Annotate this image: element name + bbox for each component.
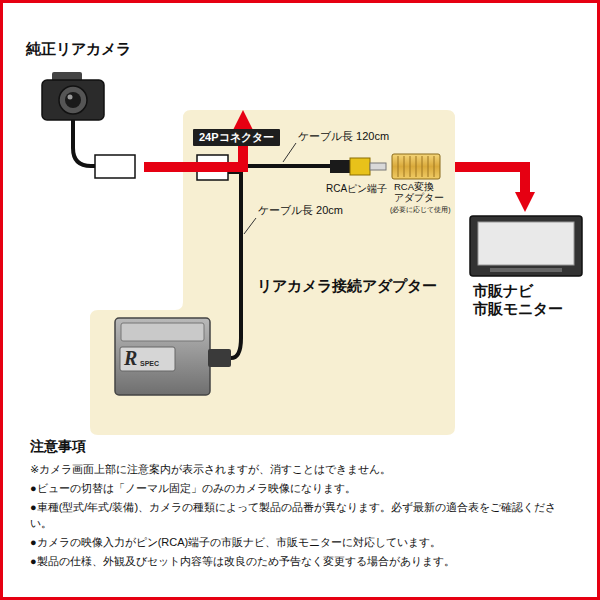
adapter-module: RSPEC <box>115 318 210 395</box>
leader-lines <box>244 143 296 234</box>
cable-length: ケーブル長 20cm <box>258 204 343 217</box>
adapter-region: リアカメラ接続アダプター24PコネクターRSPEC <box>183 110 455 435</box>
illustration-part <box>65 92 81 108</box>
rca-plug <box>330 158 386 175</box>
part-name: RCA変換 アダプター <box>394 181 450 204</box>
note-line: ●カメラの映像入力がピン(RCA)端子の市販ナビ、市販モニターに対応しています。 <box>30 535 578 551</box>
notes-block: 注意事項 ※カメラ画面上部に注意案内が表示されますが、消すことはできません。 ●ビュ… <box>30 436 578 573</box>
illustration-part <box>283 143 296 162</box>
rca-adapter <box>392 154 440 179</box>
note-line: ●車種(型式/年式/装備)、カメラの種類によって製品の品番が異なります。必ず最新… <box>30 500 578 532</box>
illustration-part <box>244 218 256 234</box>
monitor-group: 市販ナビ 市販モニター <box>465 212 587 324</box>
illustration-part <box>115 318 210 395</box>
note-line: ●ビューの切替は「ノーマル固定」のみのカメラ映像になります。 <box>30 481 578 497</box>
node-text: リアカメラ接続アダプター <box>257 277 437 295</box>
illustration-part <box>59 86 87 114</box>
adapter-module <box>115 318 231 395</box>
note-line: ●製品の仕様、外観及びセット内容等は改良のため予告なく変更する場合があります。 <box>30 554 578 570</box>
illustration-part <box>410 156 411 177</box>
monitor <box>470 216 582 276</box>
illustration-part <box>73 120 95 166</box>
connector-tab: 24Pコネクター <box>193 129 280 146</box>
illustration-part <box>470 216 582 276</box>
node-text: 市販ナビ 市販モニター <box>473 282 581 318</box>
adapter-panel <box>90 110 455 435</box>
node-text: 純正リアカメラ <box>26 40 131 58</box>
illustration-part <box>228 172 241 358</box>
node-text: SPEC <box>140 360 159 368</box>
illustration-part <box>422 156 423 177</box>
illustration-part <box>120 347 175 371</box>
notes-heading: 注意事項 <box>30 436 578 456</box>
illustration-part <box>434 156 435 177</box>
illustration-part <box>490 268 562 272</box>
illustration-part <box>350 158 370 175</box>
illustration-part <box>398 156 434 177</box>
illustration-part <box>121 323 204 341</box>
illustration-part <box>478 222 574 265</box>
illustration-part <box>392 154 440 179</box>
rear-camera <box>42 72 135 178</box>
cable <box>228 166 331 358</box>
node-text: 24Pコネクター <box>199 131 274 144</box>
camera-group: 純正リアカメラ <box>26 40 144 182</box>
cable-length: ケーブル長 120cm <box>298 130 389 143</box>
illustration-part <box>208 349 231 367</box>
illustration-part <box>416 156 417 177</box>
illustration-part <box>398 156 399 177</box>
illustration-part <box>330 160 350 173</box>
note-line: ※カメラ画面上部に注意案内が表示されますが、消すことはできません。 <box>30 462 578 478</box>
illustration-part <box>42 80 104 120</box>
node-text: R <box>124 346 137 370</box>
part-name: RCAピン端子 <box>326 183 387 195</box>
flow-arrow <box>455 167 525 192</box>
illustration-part <box>404 156 405 177</box>
illustration-part <box>428 156 429 177</box>
note-small: (必要に応じて使用) <box>390 206 451 214</box>
illustration-part <box>68 95 73 100</box>
illustration-part <box>370 163 386 170</box>
illustration-part <box>95 155 135 178</box>
